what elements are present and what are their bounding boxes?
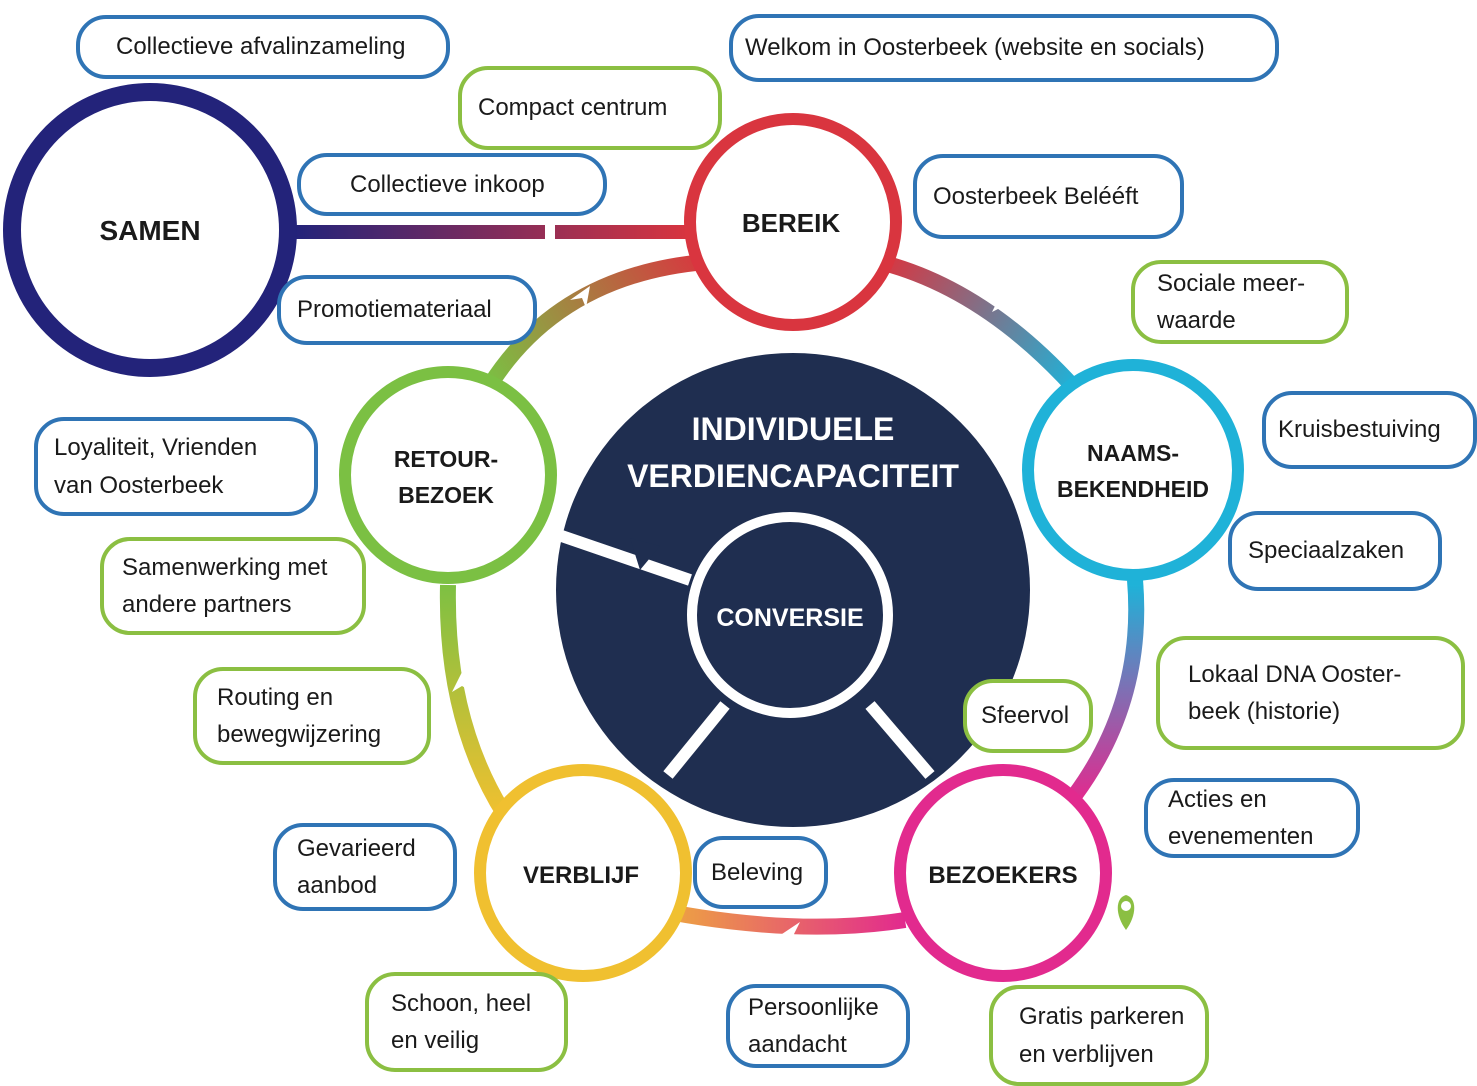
node-bezoekers bbox=[894, 764, 1112, 982]
label-lokaal-dna: Lokaal DNA Ooster- beek (historie) bbox=[1156, 636, 1465, 750]
label-oosterbeek-beleefft: Oosterbeek Belééft bbox=[913, 154, 1184, 239]
label-gratis: Gratis parkeren en verblijven bbox=[989, 985, 1209, 1086]
label-acties: Acties en evenementen bbox=[1144, 778, 1360, 858]
arc-verblijf-retourbezoek bbox=[439, 584, 512, 820]
node-retour-label-2: BEZOEK bbox=[398, 482, 494, 508]
label-schoon: Schoon, heel en veilig bbox=[365, 972, 568, 1072]
node-verblijf-label: VERBLIJF bbox=[523, 862, 639, 889]
arc-bereik-naamsbekendheid bbox=[878, 254, 1092, 406]
label-routing: Routing en bewegwijzering bbox=[193, 667, 431, 765]
arc-arrow-1 bbox=[990, 285, 1012, 312]
center-title-2: VERDIENCAPACITEIT bbox=[627, 458, 959, 494]
node-samen bbox=[3, 83, 297, 377]
label-kruisbestuiving: Kruisbestuiving bbox=[1262, 391, 1477, 469]
node-naamsbekendheid bbox=[1022, 359, 1244, 581]
node-naams-label-2: BEKENDHEID bbox=[1057, 476, 1209, 502]
arc-arrow-2 bbox=[782, 922, 800, 946]
arc-arrow-3 bbox=[452, 672, 472, 692]
label-promotiemateriaal: Promotiemateriaal bbox=[277, 275, 537, 345]
conversie-circle bbox=[687, 512, 893, 718]
conversie-label: CONVERSIE bbox=[716, 604, 863, 632]
center-title-1: INDIVIDUELE bbox=[692, 411, 895, 447]
node-samen-label: SAMEN bbox=[99, 215, 200, 246]
label-persoonlijke: Persoonlijke aandacht bbox=[726, 984, 910, 1068]
node-naams-label-1: NAAMS- bbox=[1087, 440, 1179, 466]
node-bereik-label: BEREIK bbox=[742, 208, 840, 238]
node-verblijf bbox=[474, 764, 692, 982]
arc-arrow-4 bbox=[570, 286, 590, 308]
conversie-arrows bbox=[513, 514, 935, 779]
connector-samen-bereik bbox=[290, 218, 690, 246]
label-collectieve-inkoop: Collectieve inkoop bbox=[297, 153, 607, 216]
label-gevarieerd: Gevarieerd aanbod bbox=[273, 823, 457, 911]
label-loyaliteit: Loyaliteit, Vrienden van Oosterbeek bbox=[34, 417, 318, 516]
label-sociale-meerwaarde: Sociale meer- waarde bbox=[1131, 260, 1349, 344]
label-speciaalzaken: Speciaalzaken bbox=[1228, 511, 1442, 591]
label-sfeervol: Sfeervol bbox=[963, 679, 1093, 753]
node-retourbezoek bbox=[339, 366, 557, 584]
node-bezoekers-label: BEZOEKERS bbox=[928, 862, 1077, 889]
label-afvalinzameling: Collectieve afvalinzameling bbox=[76, 15, 450, 79]
label-compact-centrum: Compact centrum bbox=[458, 66, 722, 150]
label-samenwerking: Samenwerking met andere partners bbox=[100, 537, 366, 635]
label-welkom: Welkom in Oosterbeek (website en socials… bbox=[729, 14, 1279, 82]
label-beleving: Beleving bbox=[693, 836, 828, 909]
arc-naamsbekendheid-bezoekers bbox=[1068, 579, 1145, 800]
node-bereik bbox=[684, 113, 902, 331]
location-pin-icon bbox=[1117, 895, 1135, 930]
node-retour-label-1: RETOUR- bbox=[394, 446, 498, 472]
arc-retourbezoek-bereik bbox=[483, 254, 706, 390]
